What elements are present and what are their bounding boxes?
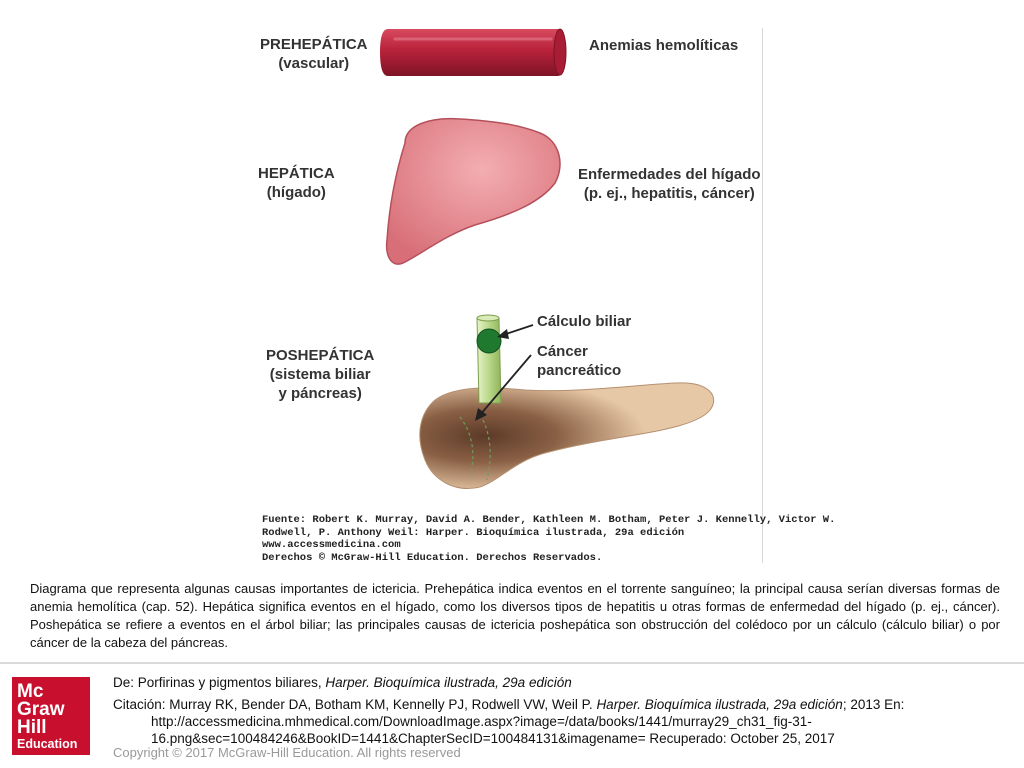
citation: Citación: Murray RK, Bender DA, Botham K…: [113, 697, 905, 746]
hepatic-label: HEPÁTICA (hígado): [258, 165, 335, 201]
figure-credit: Fuente: Robert K. Murray, David A. Bende…: [262, 514, 836, 564]
footer-divider: [0, 662, 1024, 664]
mcgraw-hill-logo: Mc Graw Hill Education: [12, 677, 90, 755]
posthepatic-label: POSHEPÁTICA (sistema biliar y páncreas): [266, 347, 375, 402]
jaundice-causes-illustration: [380, 28, 715, 489]
figure-border: [762, 28, 763, 563]
figure-caption: Diagrama que representa algunas causas i…: [30, 581, 1000, 650]
gallstone: [476, 328, 502, 354]
cancer-arrow: [475, 354, 532, 421]
gallstone-arrow: [497, 324, 534, 339]
prehepatic-label: PREHEPÁTICA (vascular): [260, 36, 368, 72]
source-reference: De: Porfirinas y pigmentos biliares, Har…: [113, 675, 572, 690]
prehepatic-description: Anemias hemolíticas: [589, 37, 739, 54]
citation-url[interactable]: http://accessmedicina.mhmedical.com/Down…: [151, 714, 812, 729]
citation-url-continued[interactable]: 16.png&sec=100484246&BookID=1441&Chapter…: [151, 731, 835, 746]
bile-duct: [476, 314, 502, 404]
copyright-notice: Copyright © 2017 McGraw-Hill Education. …: [113, 745, 461, 760]
liver: [385, 117, 561, 265]
pancreas: [419, 382, 715, 489]
hepatic-description: Enfermedades del hígado (p. ej., hepatit…: [578, 166, 761, 202]
gallstone-label: Cálculo biliar: [537, 313, 632, 330]
pancreatic-cancer-label: Cáncer pancreático: [537, 343, 622, 379]
blood-vessel: [380, 28, 567, 76]
